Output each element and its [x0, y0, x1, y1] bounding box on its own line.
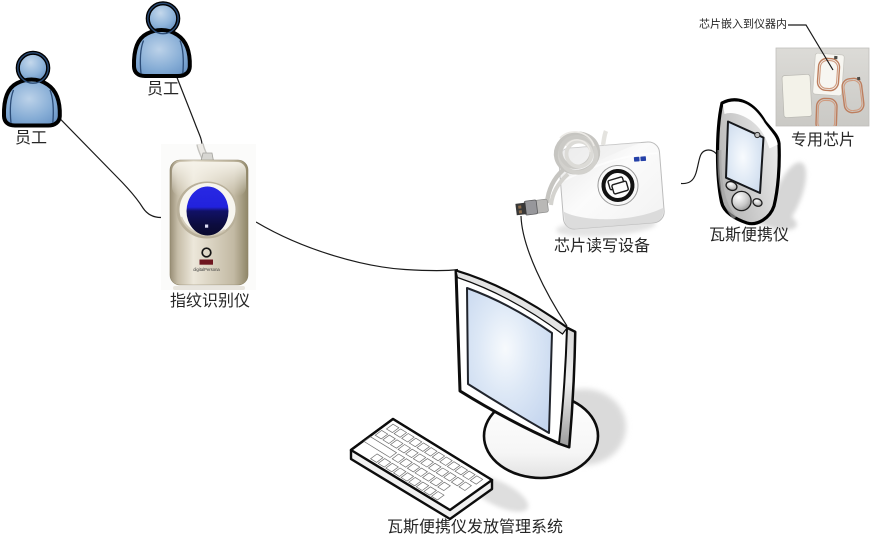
connector-portable-cable — [680, 149, 721, 185]
pda-button-center — [731, 190, 752, 212]
special-chip-label: 专用芯片 — [790, 132, 856, 149]
fingerprint-window — [186, 186, 229, 236]
pda-button-left — [725, 180, 738, 192]
chip-reader-bottom-edge — [563, 207, 664, 229]
chip-reader-sheen — [558, 142, 642, 178]
coil-bottom — [815, 97, 838, 126]
portable-device-label: 瓦斯便携仪 — [708, 227, 790, 244]
management-system-computer — [349, 269, 626, 521]
blank-card — [781, 74, 813, 118]
brand-text: digitalPersona — [193, 267, 220, 272]
chip-dot — [834, 55, 838, 60]
monitor-top-cap — [455, 270, 568, 335]
target-ring-outer — [597, 164, 639, 206]
callout-line — [788, 24, 834, 71]
led-window — [199, 259, 213, 265]
brand-logo — [633, 156, 647, 162]
chip-dot — [857, 76, 861, 81]
pda-screen — [725, 120, 765, 194]
usb-cable — [544, 130, 609, 206]
portable-device — [715, 98, 807, 230]
employee-top-icon — [134, 3, 190, 76]
cards-icon — [607, 176, 629, 195]
employee-top-label: 员工 — [146, 81, 180, 98]
pda-camera-dot — [754, 131, 761, 139]
pda-side-band — [723, 101, 778, 149]
chip-reader-writer — [515, 130, 665, 237]
special-chip-photo — [775, 24, 870, 127]
usb-plug — [515, 198, 549, 216]
connector-chipreader-to-computer — [520, 215, 568, 327]
power-ring — [201, 247, 212, 258]
fingerprint-reflection — [173, 286, 245, 290]
chip-reader-wave — [560, 152, 658, 183]
sensor-dot — [205, 224, 209, 228]
monitor-screen — [466, 287, 553, 434]
employee-left-icon — [4, 53, 60, 126]
monitor-side-panel — [557, 326, 577, 449]
chip-reader-writer-label: 芯片读写设备 — [553, 238, 651, 255]
sensor-shade — [179, 216, 226, 237]
connector-employee-left-to-fingerprint — [29, 87, 162, 219]
fingerprint-reader: digitalPersona — [161, 143, 256, 290]
connector-fingerprint-to-computer — [255, 221, 459, 272]
coil-right — [841, 76, 865, 114]
chip-card-with-coil — [812, 52, 845, 97]
pda-shading — [717, 149, 737, 220]
keyboard-keys — [363, 423, 484, 501]
fingerprint-reader-label: 指纹识别仪 — [169, 293, 251, 310]
callout-text: 芯片嵌入到仪器内 — [699, 18, 787, 31]
management-system-label: 瓦斯便携仪发放管理系统 — [386, 519, 564, 536]
pda-button-right — [752, 198, 763, 207]
employee-left-label: 员工 — [14, 130, 48, 147]
